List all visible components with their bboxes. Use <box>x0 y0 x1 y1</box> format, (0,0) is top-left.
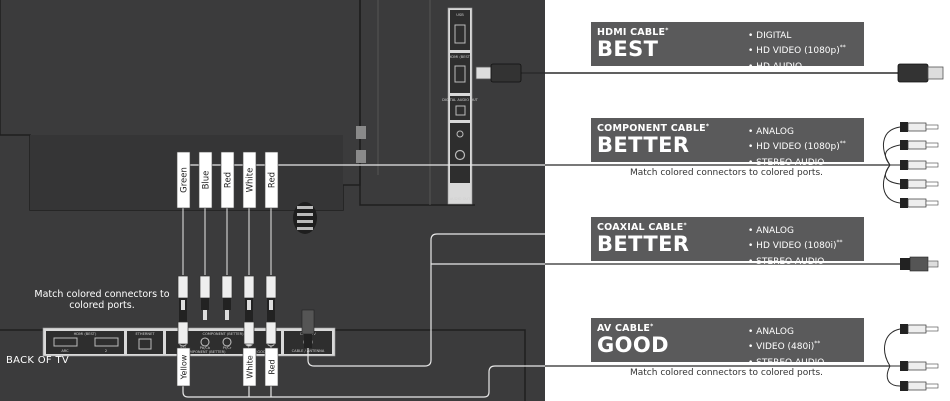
av-cable-name: AV CABLE* <box>597 323 654 334</box>
av-feature-2: VIDEO (480i)** <box>748 338 824 353</box>
tag-white-2: White <box>246 355 255 378</box>
av-plugs-right <box>900 324 939 391</box>
side-port-optical-label: DIGITAL AUDIO OUT <box>442 98 479 102</box>
av-cable-grade: GOOD <box>597 333 669 357</box>
hdmi-feature-2: HD VIDEO (1080p)** <box>748 42 846 57</box>
top-connector-tags: Green Blue Red White Red <box>176 151 279 209</box>
tv-bracket <box>356 126 366 163</box>
bottom-hdmi-label: HDMI (BEST) <box>74 332 97 336</box>
tag-white-1: White <box>246 168 256 193</box>
tag-blue: Blue <box>202 171 212 190</box>
coaxial-feature-3: STEREO AUDIO <box>748 253 843 268</box>
comp-pr-label: Pr/Cr <box>223 346 232 350</box>
bottom-component-label: COMPONENT (BETTER) <box>202 332 244 336</box>
back-of-tv-label: BACK OF TV <box>6 355 69 366</box>
component-feature-2: HD VIDEO (1080p)** <box>748 138 846 153</box>
component-feature-3: STEREO AUDIO <box>748 154 846 169</box>
bottom-hdmi-1-label: ARC <box>61 349 69 353</box>
coaxial-cable-box: COAXIAL CABLE* BETTER ANALOG HD VIDEO (1… <box>591 217 864 267</box>
av-feature-list: ANALOG VIDEO (480i)** STEREO AUDIO <box>748 323 824 369</box>
top-connector-plugs <box>177 275 277 320</box>
bottom-ethernet-label: ETHERNET <box>135 332 155 336</box>
hdmi-cable-grade: BEST <box>597 37 659 61</box>
coaxial-feature-list: ANALOG HD VIDEO (1080i)** STEREO AUDIO <box>748 222 843 268</box>
side-port-hdmi-label: HDMI (BEST) <box>449 55 472 59</box>
hdmi-feature-3: HD AUDIO <box>748 58 846 73</box>
av-cable-box: AV CABLE* GOOD ANALOG VIDEO (480i)** STE… <box>591 318 864 368</box>
hdmi-feature-1: DIGITAL <box>748 27 846 42</box>
tag-red-1: Red <box>224 172 234 188</box>
tag-red-2: Red <box>268 172 278 188</box>
hdmi-cable-box: HDMI CABLE* BEST DIGITAL HD VIDEO (1080p… <box>591 22 864 72</box>
component-cable-name: COMPONENT CABLE* <box>597 123 710 134</box>
av-sub-label: AV (GOOD) <box>250 350 270 354</box>
coaxial-feature-1: ANALOG <box>748 222 843 237</box>
tv-match-note: Match colored connectors to colored port… <box>34 289 170 311</box>
wall-mount <box>293 202 317 234</box>
av-feature-1: ANALOG <box>748 323 824 338</box>
component-match-note: Match colored connectors to colored port… <box>630 168 823 178</box>
av-cable <box>182 328 901 398</box>
side-port-audio-label: AUDIO OUT <box>450 197 471 201</box>
coaxial-cable-grade: BETTER <box>597 232 690 256</box>
tag-red-3: Red <box>268 359 277 374</box>
component-feature-list: ANALOG HD VIDEO (1080p)** STEREO AUDIO <box>748 123 846 169</box>
tag-green: Green <box>180 167 190 193</box>
hdmi-feature-list: DIGITAL HD VIDEO (1080p)** HD AUDIO <box>748 27 846 73</box>
av-plugs-tv <box>177 300 277 345</box>
coaxial-feature-2: HD VIDEO (1080i)** <box>748 237 842 252</box>
hdmi-cable-name: HDMI CABLE* <box>597 27 669 38</box>
side-input-panel: USB HDMI (BEST) DIGITAL AUDIO OUT AUDIO … <box>442 7 479 205</box>
tag-yellow: Yellow <box>180 354 189 380</box>
bottom-connector-tags: Yellow White Red <box>176 347 279 387</box>
comp-pb-label: Pb/Cb <box>200 346 211 350</box>
av-match-note: Match colored connectors to colored port… <box>630 368 823 378</box>
comp-sub-label: COMPONENT (BETTER) <box>184 350 226 354</box>
component-cable-grade: BETTER <box>597 133 690 157</box>
hdmi-cable <box>475 63 944 83</box>
side-port-usb-label: USB <box>456 13 464 17</box>
component-cable-box: COMPONENT CABLE* BETTER ANALOG HD VIDEO … <box>591 118 864 168</box>
component-plugs-right <box>900 122 939 208</box>
component-feature-1: ANALOG <box>748 123 846 138</box>
bottom-hdmi-2-label: 2 <box>105 349 107 353</box>
av-feature-3: STEREO AUDIO <box>748 354 824 369</box>
coaxial-cable-name: COAXIAL CABLE* <box>597 222 687 233</box>
